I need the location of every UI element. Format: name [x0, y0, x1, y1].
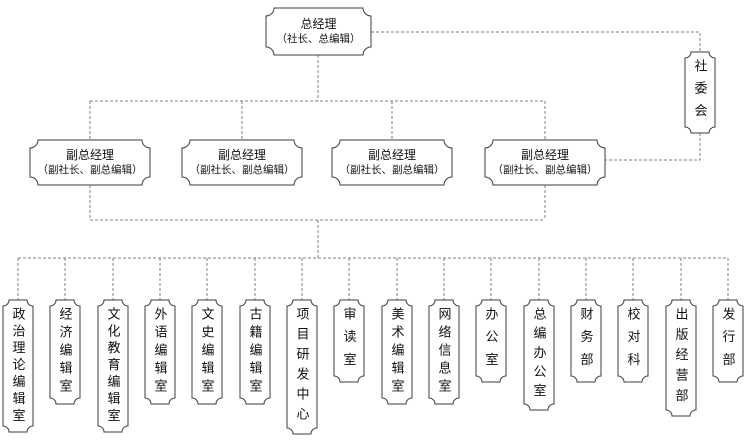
- node-department-5-outline: [191, 299, 223, 405]
- connector-committee-deputy4: [605, 133, 701, 161]
- node-department-12-outline: [523, 299, 555, 411]
- node-root-outline: [265, 7, 372, 56]
- node-deputy-4-outline: [484, 139, 606, 186]
- node-department-4-outline: [144, 299, 176, 405]
- node-department-1-outline: [2, 299, 34, 433]
- node-department-9-outline: [381, 299, 413, 405]
- node-department-2-outline: [49, 299, 81, 405]
- node-deputy-2-outline: [181, 139, 303, 186]
- node-deputy-1-outline: [29, 139, 151, 186]
- node-department-11-outline: [475, 299, 507, 383]
- node-committee-outline: [684, 51, 716, 134]
- node-department-13-outline: [570, 299, 602, 383]
- node-deputy-3-outline: [331, 139, 453, 186]
- node-department-3-outline: [97, 299, 129, 433]
- connector-root-committee: [371, 31, 701, 52]
- node-department-7-outline: [286, 299, 318, 435]
- node-department-6-outline: [239, 299, 271, 405]
- node-department-15-outline: [665, 299, 697, 417]
- node-department-16-outline: [712, 299, 744, 383]
- node-department-8-outline: [333, 299, 365, 383]
- node-department-10-outline: [428, 299, 460, 405]
- node-department-14-outline: [617, 299, 649, 383]
